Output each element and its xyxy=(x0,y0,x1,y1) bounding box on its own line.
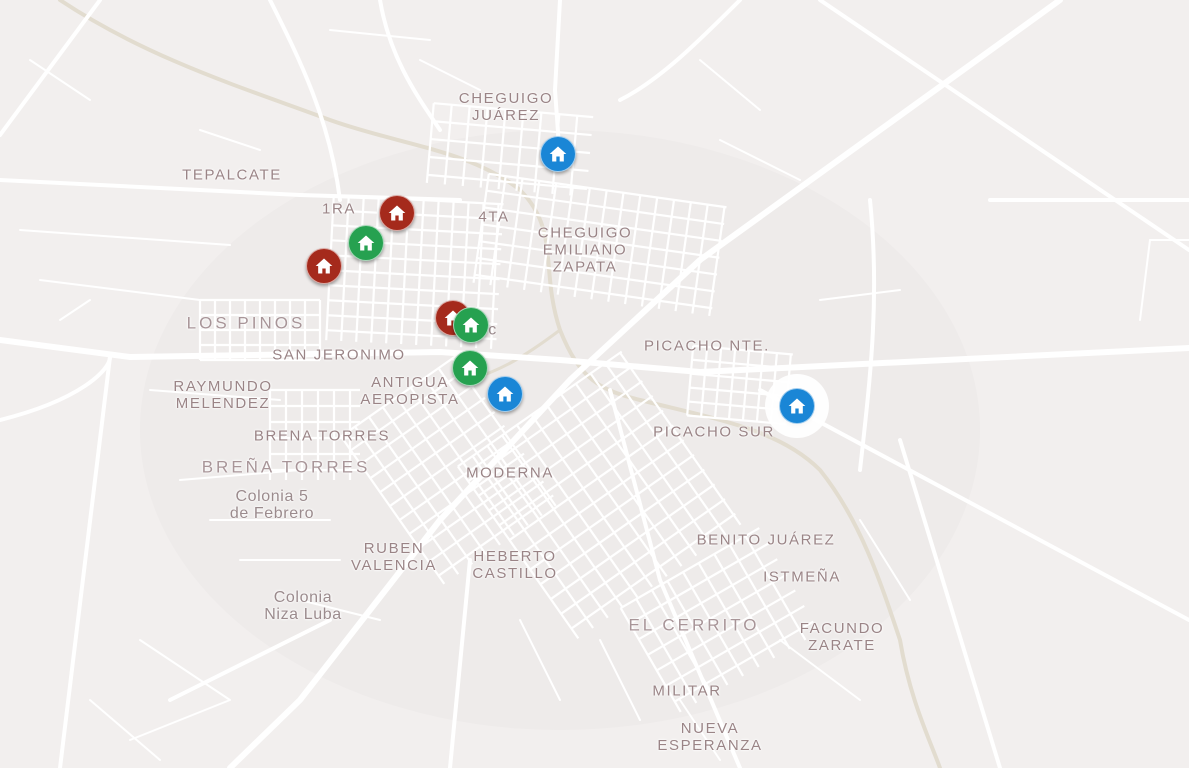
property-marker-house-9[interactable] xyxy=(779,388,815,424)
place-label-heberto-castillo: HEBERTO CASTILLO xyxy=(472,548,558,582)
place-label-moderna: MODERNA xyxy=(466,464,554,482)
place-label-4ta: 4TA xyxy=(478,208,510,226)
place-label-san-jeronimo: SAN JERONIMO xyxy=(272,346,406,364)
house-icon xyxy=(549,146,567,162)
place-label-cheguigo-emiliano-zapata: CHEGUIGO EMILIANO ZAPATA xyxy=(537,224,633,276)
house-icon xyxy=(462,317,480,333)
property-marker-house-1[interactable] xyxy=(540,136,576,172)
place-label-brena-torres-2: BREÑA TORRES xyxy=(201,457,371,477)
house-icon xyxy=(788,398,806,414)
place-label-brena-torres: BRENA TORRES xyxy=(253,427,391,445)
place-label-cheguigo-juarez: CHEGUIGO JUÁREZ xyxy=(458,90,554,124)
place-label-colonia-niza-luba: Colonia Niza Luba xyxy=(264,589,342,623)
property-marker-house-2[interactable] xyxy=(379,195,415,231)
place-label-raymundo-melendez: RAYMUNDO MELENDEZ xyxy=(173,378,273,412)
place-label-picacho-sur: PICACHO SUR xyxy=(653,423,775,441)
place-label-el-cerrito: EL CERRITO xyxy=(628,615,760,635)
property-marker-house-7[interactable] xyxy=(452,350,488,386)
place-label-los-pinos: LOS PINOS xyxy=(186,313,306,333)
property-marker-house-6[interactable] xyxy=(453,307,489,343)
place-label-tepalcate: TEPALCATE xyxy=(182,166,282,184)
house-icon xyxy=(388,205,406,221)
property-marker-house-4[interactable] xyxy=(306,248,342,284)
property-marker-house-3[interactable] xyxy=(348,225,384,261)
house-icon xyxy=(357,235,375,251)
place-label-nueva-esperanza: NUEVA ESPERANZA xyxy=(657,720,763,754)
place-label-picacho-nte: PICACHO NTE. xyxy=(644,337,770,355)
place-label-colonia-5-de-febrero: Colonia 5 de Febrero xyxy=(229,488,315,522)
place-label-benito-juarez: BENITO JUÁREZ xyxy=(696,531,836,549)
property-marker-house-8[interactable] xyxy=(487,376,523,412)
place-label-ruben-valencia: RUBEN VALENCIA xyxy=(351,540,437,574)
place-label-antigua-aeropista: ANTIGUA AEROPISTA xyxy=(360,374,460,408)
place-label-1ra: 1RA xyxy=(322,200,356,218)
house-icon xyxy=(461,360,479,376)
house-icon xyxy=(496,386,514,402)
place-label-facundo-zarate: FACUNDO ZARATE xyxy=(799,620,885,654)
place-label-istmena: ISTMEÑA xyxy=(763,568,841,586)
place-label-militar: MILITAR xyxy=(652,682,722,700)
house-icon xyxy=(315,258,333,274)
